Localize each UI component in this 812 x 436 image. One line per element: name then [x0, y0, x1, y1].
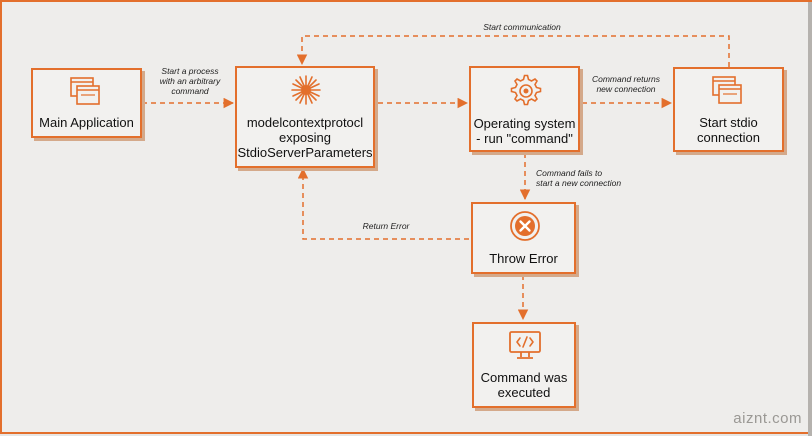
- node-throw-error: Throw Error: [471, 202, 576, 274]
- edge-label-start-process: Start a process with an arbitrary comman…: [159, 66, 221, 96]
- monitor-code-icon: [509, 331, 541, 359]
- node-label: Start stdio connection: [697, 115, 760, 145]
- x-circle-icon: [510, 211, 540, 241]
- node-label: Command was executed: [480, 370, 568, 400]
- edge-label-command-returns: Command returns new connection: [591, 74, 661, 94]
- node-modelcontextprotocol: modelcontextprotocl exposing StdioServer…: [235, 66, 375, 168]
- edge-label-start-communication: Start communication: [483, 22, 561, 32]
- node-label: modelcontextprotocl exposing StdioServer…: [237, 115, 373, 160]
- edge-stdio-to-mcp: [296, 35, 730, 67]
- gear-icon: [510, 74, 542, 106]
- node-command-executed: Command was executed: [472, 322, 576, 408]
- starburst-icon: [291, 75, 321, 105]
- node-operating-system: Operating system - run "command": [469, 66, 580, 152]
- node-label: Operating system - run "command": [473, 116, 576, 146]
- right-edge-strip: [808, 2, 812, 436]
- node-main-application: Main Application: [31, 68, 142, 138]
- node-start-stdio-connection: Start stdio connection: [673, 67, 784, 152]
- window-stack-icon: [70, 77, 100, 105]
- watermark-text: aiznt.com: [733, 410, 802, 427]
- node-label: Throw Error: [489, 251, 558, 266]
- node-label: Main Application: [39, 115, 134, 130]
- edge-label-command-fails: Command fails to start a new connection: [536, 168, 622, 188]
- edge-error-to-mcp: [297, 167, 469, 240]
- edge-label-return-error: Return Error: [362, 221, 410, 231]
- window-stack-icon: [712, 76, 742, 104]
